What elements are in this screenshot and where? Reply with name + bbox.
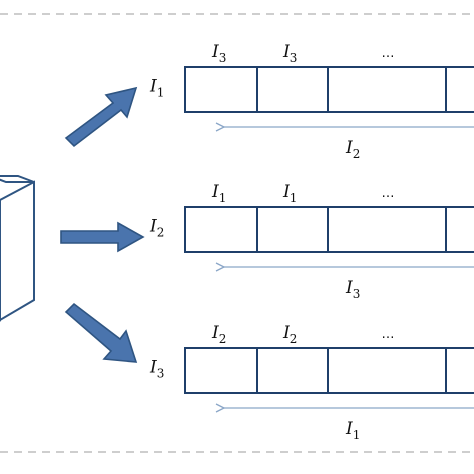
tensor-block <box>0 175 35 322</box>
tensor-top-face <box>0 175 35 183</box>
block-arrow-mode-1 <box>64 86 138 148</box>
span-label-subscript: 2 <box>353 147 361 161</box>
block-label-base: I <box>211 323 219 343</box>
mode-label-subscript: 3 <box>157 367 165 381</box>
block-label-base: I <box>282 42 290 62</box>
block-label: … <box>382 186 395 201</box>
mode-label: I2 <box>149 217 164 240</box>
block-arrow-mode-3 <box>64 302 138 363</box>
block-label-subscript: 1 <box>290 191 298 205</box>
block-label: I3 <box>282 42 297 65</box>
block-label: I2 <box>211 323 226 346</box>
block-label: I2 <box>282 323 297 346</box>
block-label-subscript: 2 <box>219 332 227 346</box>
mode-label-subscript: 2 <box>157 226 165 240</box>
span-label: I1 <box>345 419 360 442</box>
mode-label-subscript: 1 <box>157 86 165 100</box>
block-label: I1 <box>211 182 226 205</box>
mode-label-base: I <box>149 217 157 237</box>
block-label: I3 <box>211 42 226 65</box>
span-label: I2 <box>345 138 360 161</box>
block-label-subscript: 3 <box>290 51 298 65</box>
block-label-subscript: 3 <box>219 51 227 65</box>
span-label-subscript: 3 <box>353 287 361 301</box>
span-label: I3 <box>345 278 360 301</box>
block-label-subscript: 2 <box>290 332 298 346</box>
span-label-base: I <box>345 138 353 158</box>
block-label-subscript: 1 <box>219 191 227 205</box>
span-label-base: I <box>345 419 353 439</box>
unfolded-matrix <box>184 66 474 113</box>
mode-label: I3 <box>149 358 164 381</box>
mode-label: I1 <box>149 77 164 100</box>
span-label-subscript: 1 <box>353 428 361 442</box>
unfolded-matrix <box>184 347 474 394</box>
block-label-base: I <box>282 182 290 202</box>
block-label: I1 <box>282 182 297 205</box>
block-label: … <box>382 46 395 61</box>
block-label-base: I <box>282 323 290 343</box>
block-arrow-mode-2 <box>60 221 145 253</box>
block-label-base: I <box>211 182 219 202</box>
block-label: … <box>382 327 395 342</box>
tensor-side-face <box>0 180 35 322</box>
unfolded-matrix <box>184 206 474 253</box>
mode-label-base: I <box>149 77 157 97</box>
span-label-base: I <box>345 278 353 298</box>
block-label-base: I <box>211 42 219 62</box>
mode-label-base: I <box>149 358 157 378</box>
